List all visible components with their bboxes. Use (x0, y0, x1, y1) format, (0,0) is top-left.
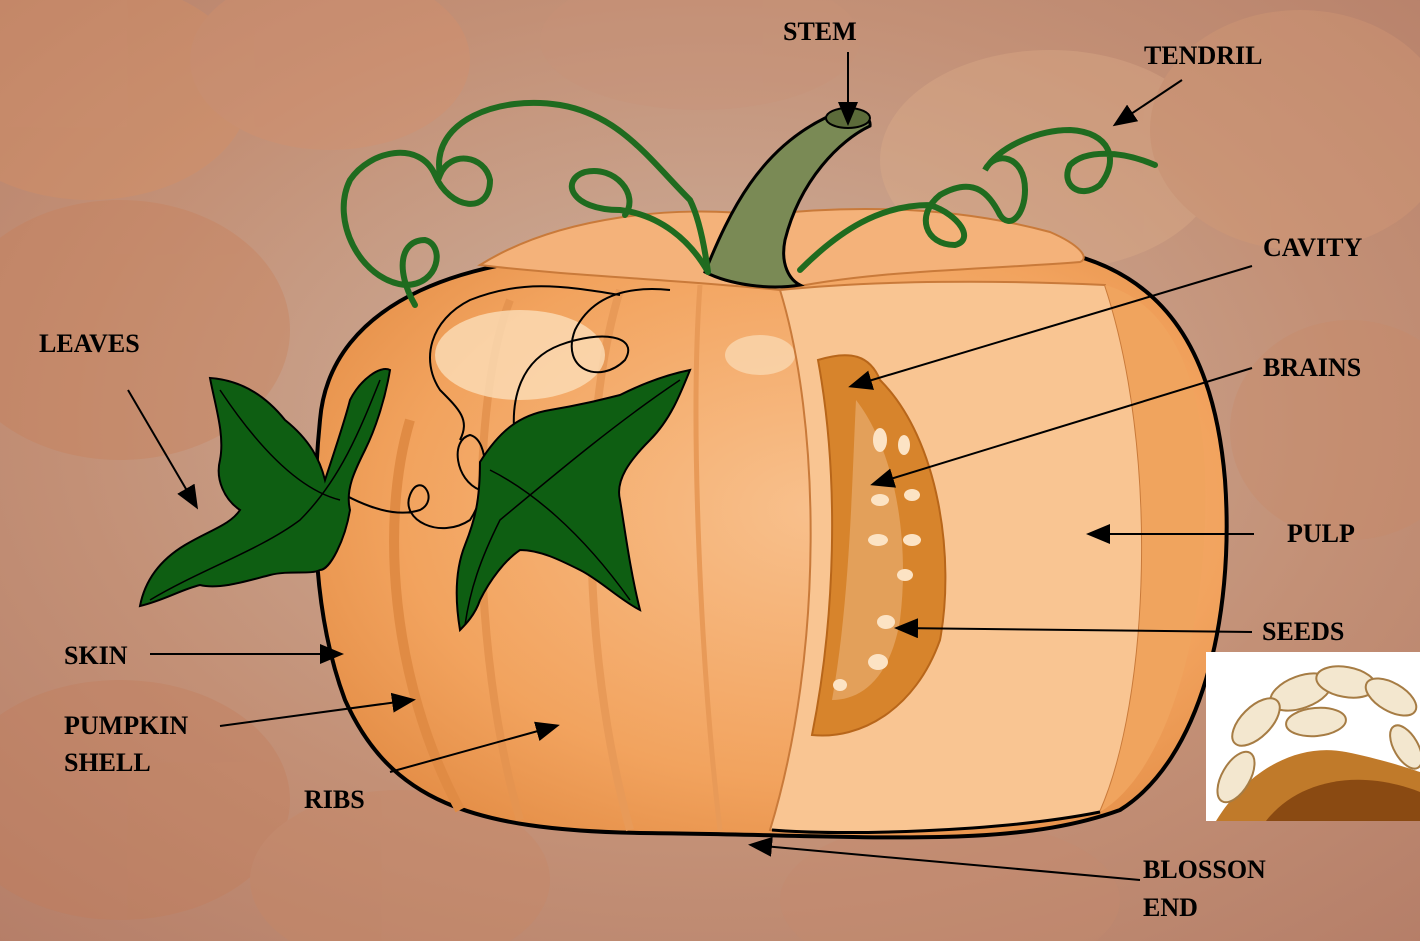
label-skin: SKIN (64, 638, 128, 674)
pumpkin (315, 209, 1226, 838)
pumpkin-seeds-photo (1206, 652, 1420, 821)
label-leaves: LEAVES (39, 326, 140, 362)
label-blossom-end-line1: BLOSSON (1143, 852, 1266, 888)
label-ribs: RIBS (304, 782, 365, 818)
label-seeds: SEEDS (1262, 614, 1344, 650)
label-stem: STEM (783, 14, 857, 50)
label-brains: BRAINS (1263, 350, 1361, 386)
label-tendril: TENDRIL (1144, 38, 1262, 74)
label-cavity: CAVITY (1263, 230, 1362, 266)
label-pumpkin-shell-line1: PUMPKIN (64, 708, 188, 744)
label-blossom-end-line2: END (1143, 890, 1198, 926)
label-pulp: PULP (1287, 516, 1355, 552)
label-pumpkin-shell-line2: SHELL (64, 745, 151, 781)
